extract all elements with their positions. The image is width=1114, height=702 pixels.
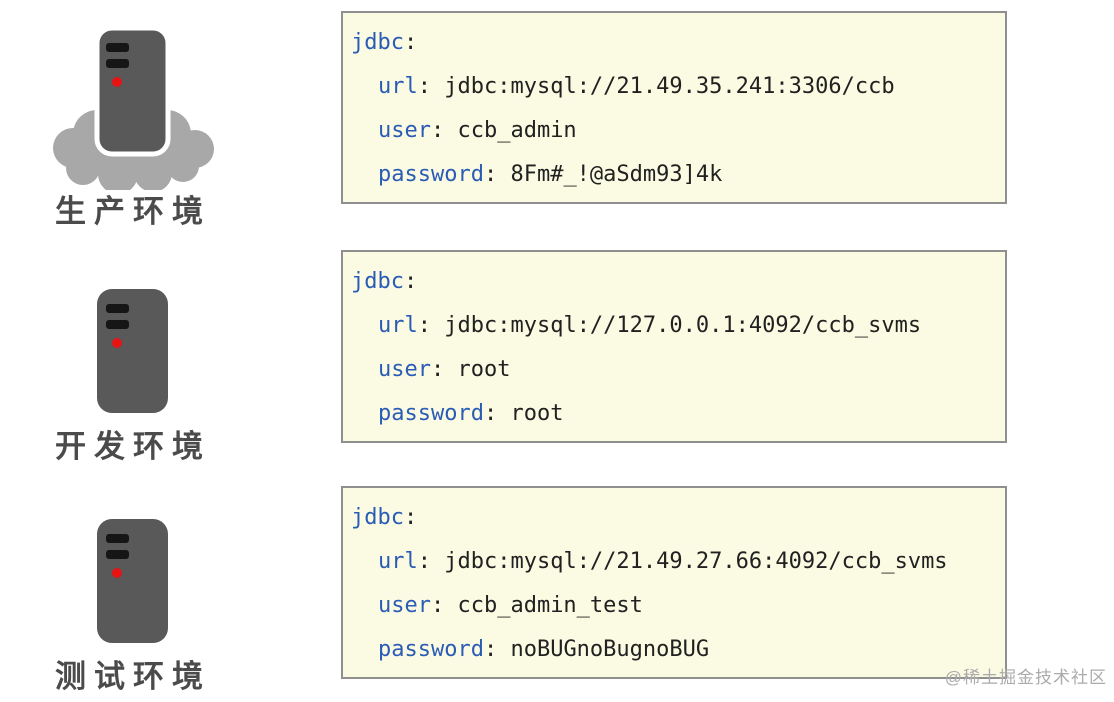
server-cloud-icon	[53, 25, 214, 194]
code-line: url: jdbc:mysql://21.49.27.66:4092/ccb_s…	[351, 540, 995, 584]
code-line: password: noBUGnoBugnoBUG	[351, 628, 995, 672]
code-line: jdbc:	[351, 260, 995, 304]
yaml-key: password	[378, 637, 484, 662]
watermark: @稀土掘金技术社区	[944, 668, 1107, 687]
code-line: jdbc:	[351, 496, 995, 540]
code-line: password: 8Fm#_!@aSdm93]4k	[351, 153, 995, 197]
yaml-key: url	[378, 549, 418, 574]
config-block-production: jdbc: url: jdbc:mysql://21.49.35.241:330…	[341, 11, 1007, 204]
config-block-test: jdbc: url: jdbc:mysql://21.49.27.66:4092…	[341, 486, 1007, 679]
yaml-value: : ccb_admin_test	[430, 593, 643, 618]
yaml-value: : root	[483, 401, 564, 426]
config-block-development: jdbc: url: jdbc:mysql://127.0.0.1:4092/c…	[341, 250, 1007, 443]
code-line: url: jdbc:mysql://127.0.0.1:4092/ccb_svm…	[351, 304, 995, 348]
yaml-key: url	[378, 313, 418, 338]
server-icon	[97, 519, 168, 643]
code-line: jdbc:	[351, 21, 995, 65]
code-line: user: ccb_admin_test	[351, 584, 995, 628]
yaml-key: url	[378, 74, 418, 99]
yaml-value: : 8Fm#_!@aSdm93]4k	[483, 162, 723, 187]
code-line: url: jdbc:mysql://21.49.35.241:3306/ccb	[351, 65, 995, 109]
yaml-value: :	[403, 269, 418, 294]
code-line: password: root	[351, 392, 995, 436]
yaml-key: password	[378, 162, 484, 187]
server-icon	[97, 289, 168, 413]
env-label-development: 开发环境	[55, 429, 211, 464]
yaml-value: : jdbc:mysql://127.0.0.1:4092/ccb_svms	[417, 313, 922, 338]
env-group-production: 生产环境	[33, 18, 233, 229]
env-label-test: 测试环境	[55, 659, 211, 694]
yaml-value: : root	[430, 357, 511, 382]
code-line: user: ccb_admin	[351, 109, 995, 153]
env-group-test: 测试环境	[33, 518, 233, 694]
env-label-production: 生产环境	[55, 194, 211, 229]
yaml-key: user	[378, 593, 431, 618]
yaml-key: jdbc	[351, 269, 404, 294]
yaml-key: user	[378, 357, 431, 382]
yaml-value: : ccb_admin	[430, 118, 577, 143]
yaml-key: jdbc	[351, 505, 404, 530]
env-group-development: 开发环境	[33, 288, 233, 464]
yaml-value: : jdbc:mysql://21.49.27.66:4092/ccb_svms	[417, 549, 948, 574]
yaml-value: :	[403, 30, 418, 55]
yaml-value: : jdbc:mysql://21.49.35.241:3306/ccb	[417, 74, 895, 99]
yaml-key: jdbc	[351, 30, 404, 55]
yaml-value: :	[403, 505, 418, 530]
yaml-value: : noBUGnoBugnoBUG	[483, 637, 710, 662]
yaml-key: password	[378, 401, 484, 426]
code-line: user: root	[351, 348, 995, 392]
yaml-key: user	[378, 118, 431, 143]
